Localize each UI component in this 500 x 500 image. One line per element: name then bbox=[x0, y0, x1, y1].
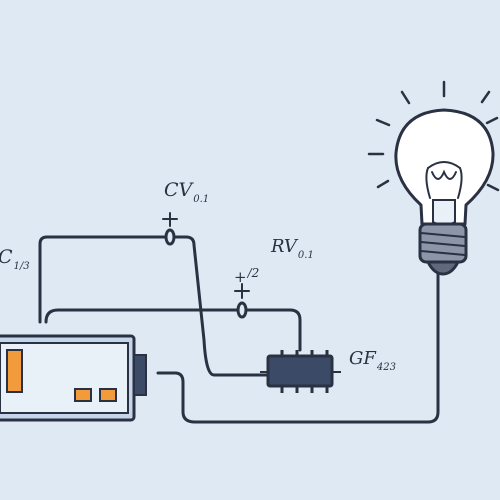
wire-middle bbox=[44, 308, 302, 352]
label-cv-sub: 0.1 bbox=[193, 194, 210, 205]
chip-icon bbox=[260, 350, 341, 393]
bulb-filament-block bbox=[432, 199, 456, 226]
label-cv-main: CV bbox=[164, 179, 193, 201]
wire-top bbox=[38, 235, 270, 377]
bulb-tip bbox=[426, 260, 460, 276]
label-rv-main: RV bbox=[271, 236, 297, 257]
bulb-glass bbox=[394, 108, 495, 226]
battery-charge-level bbox=[6, 349, 23, 393]
battery-icon bbox=[0, 334, 147, 422]
label-c-main: C bbox=[0, 246, 13, 268]
label-c-sub: 1/3 bbox=[13, 261, 30, 272]
plus-marker-top bbox=[162, 212, 178, 227]
label-gf-main: GF bbox=[349, 348, 376, 369]
battery-indicator-left bbox=[74, 388, 92, 402]
label-rv-sub: 0.1 bbox=[297, 250, 314, 261]
label-gf: GF423 bbox=[349, 348, 396, 373]
node-marker-middle bbox=[236, 301, 248, 319]
node-marker-top bbox=[164, 228, 176, 246]
plus-marker-middle bbox=[234, 283, 250, 299]
label-rv: RV0.1 bbox=[271, 236, 314, 261]
label-plus-small-sup: /2 bbox=[247, 266, 260, 280]
label-plus-small: +/2 bbox=[234, 267, 259, 286]
label-c: C1/3 bbox=[0, 246, 30, 272]
label-plus-small-main: + bbox=[234, 268, 247, 286]
battery-indicator-right bbox=[99, 388, 117, 402]
label-gf-sub: 423 bbox=[376, 362, 396, 373]
label-cv: CV0.1 bbox=[164, 179, 209, 205]
wire-bottom bbox=[156, 268, 440, 424]
light-bulb-icon bbox=[367, 80, 500, 276]
